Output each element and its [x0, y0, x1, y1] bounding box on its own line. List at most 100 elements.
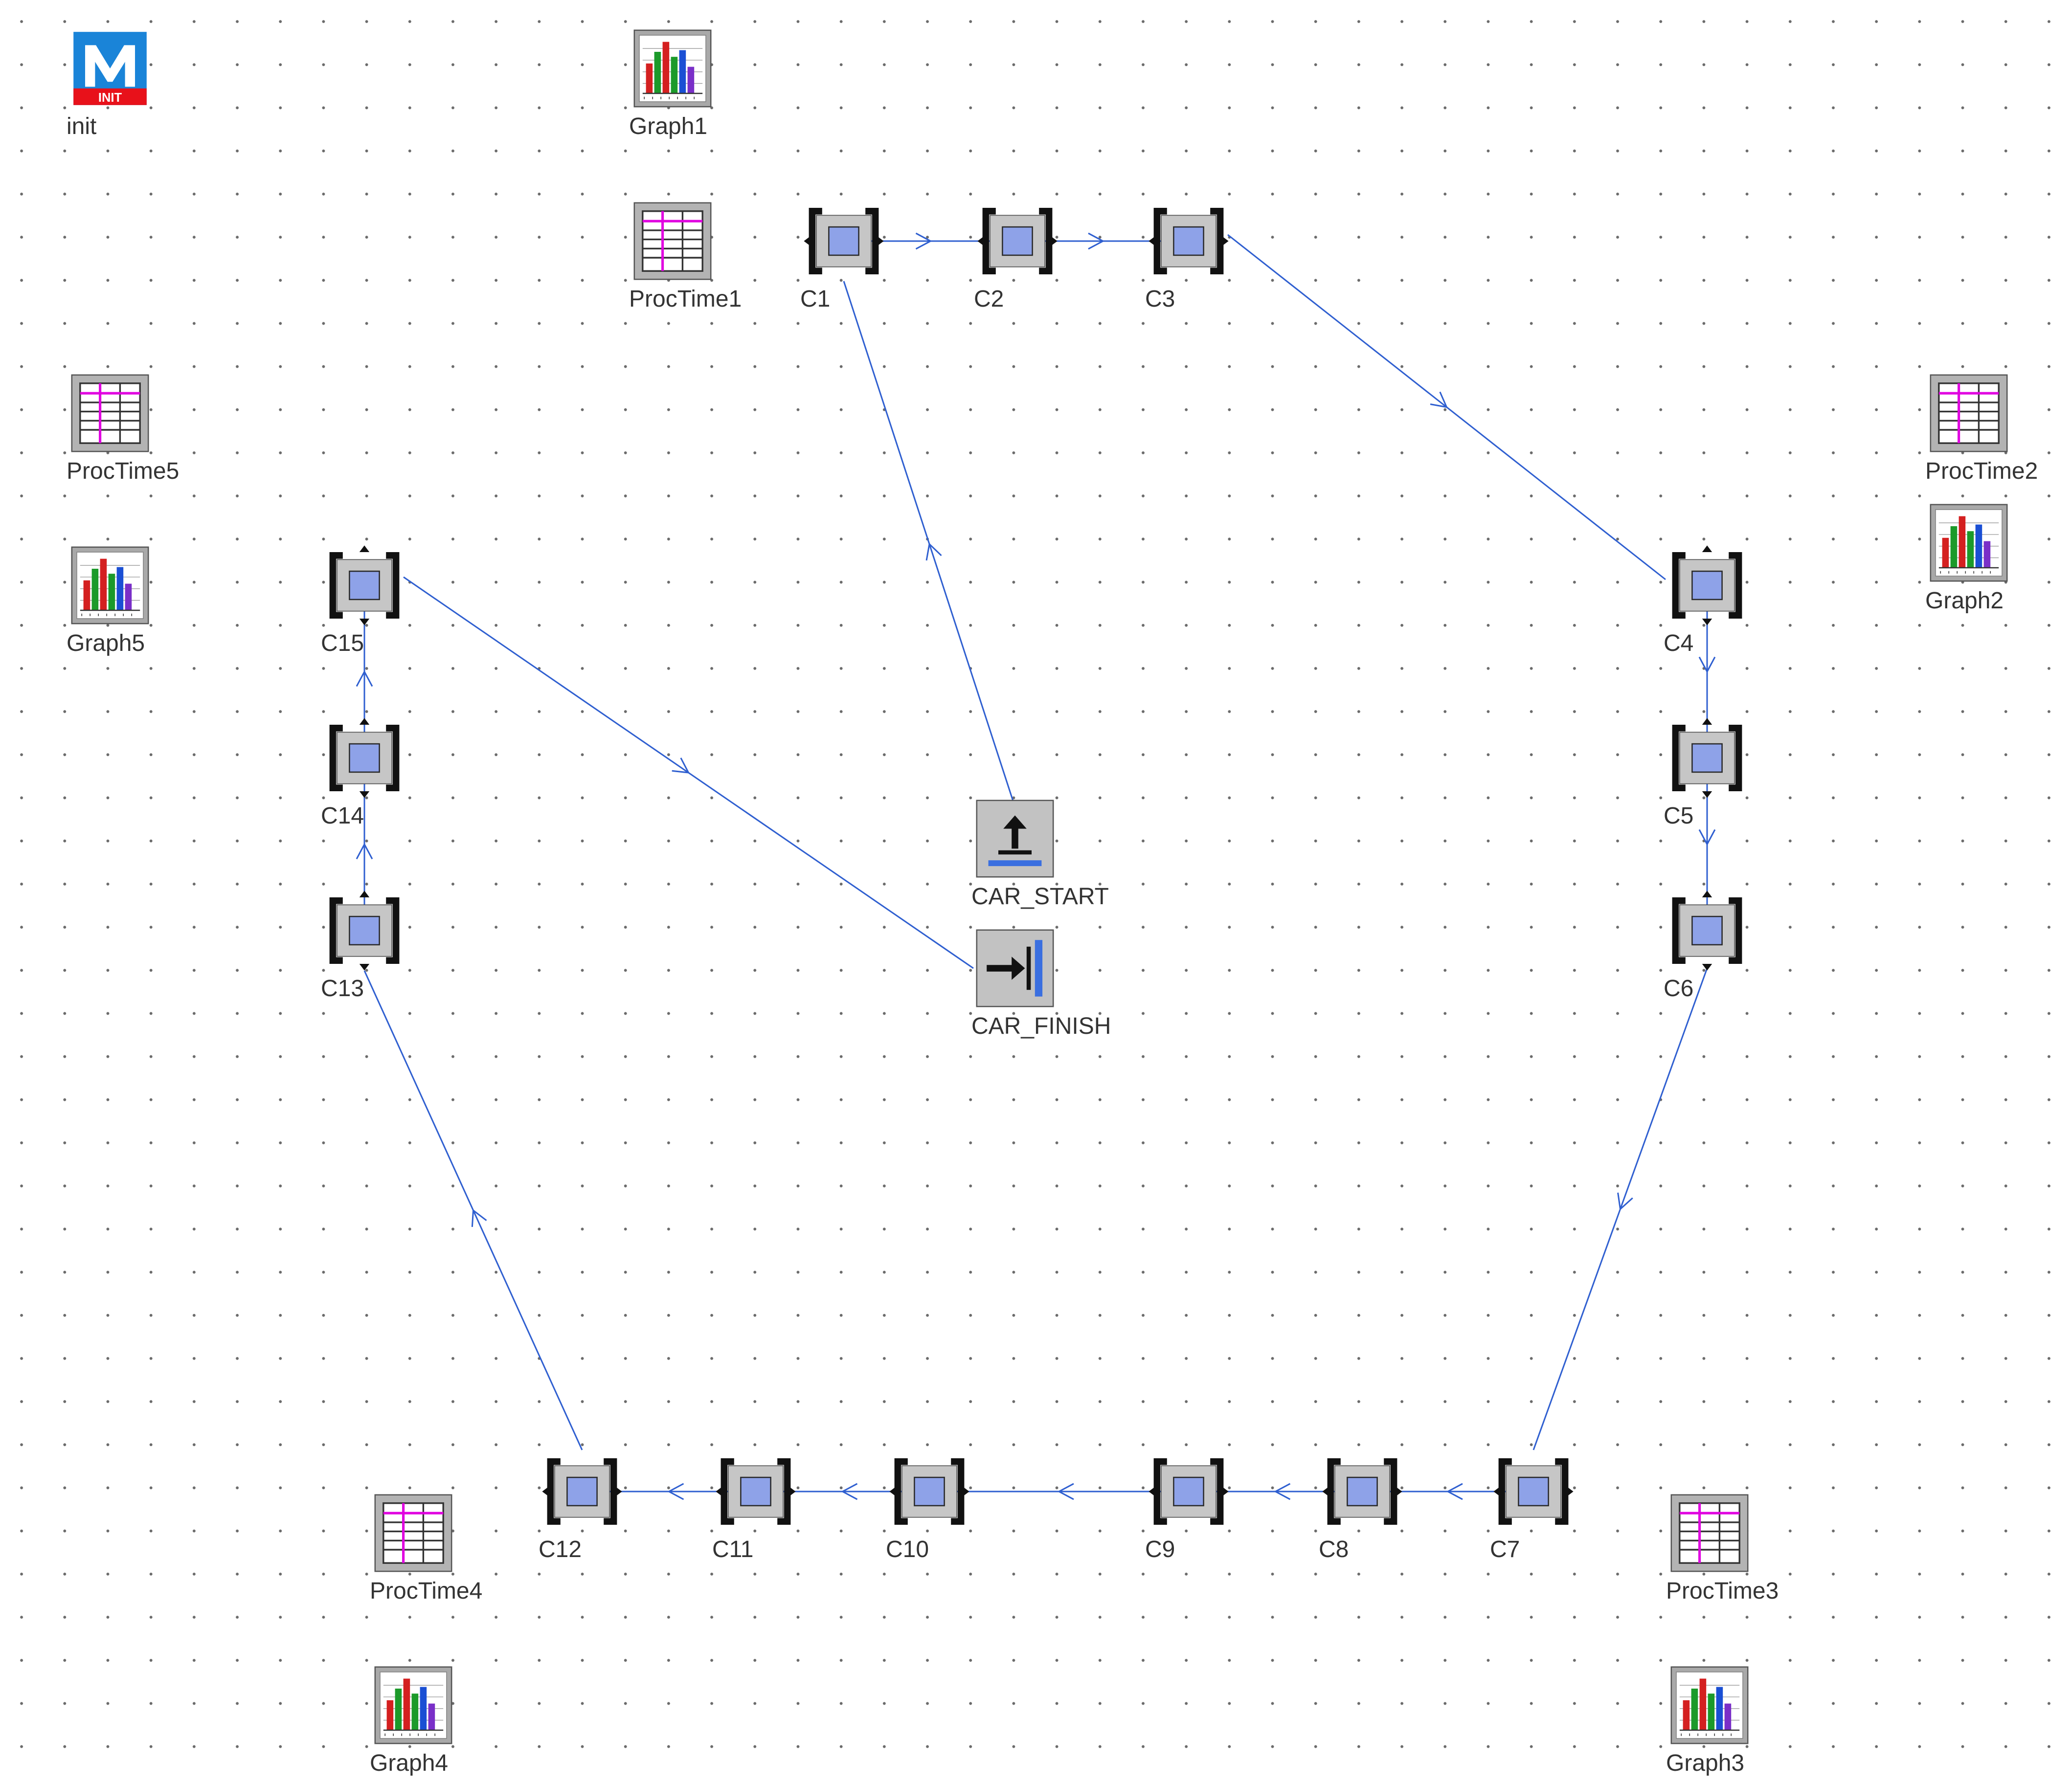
node-label: C4 — [1664, 630, 1694, 656]
station-c1[interactable]: C1 — [800, 200, 885, 312]
node-label: ProcTime3 — [1666, 1578, 1779, 1604]
node-label: init — [67, 113, 97, 139]
graph3-chart[interactable]: Graph3 — [1666, 1664, 1751, 1776]
station-vertical-icon — [1672, 718, 1742, 798]
station-vertical-icon — [1672, 891, 1742, 971]
init-method-icon: INIT — [73, 32, 147, 105]
node-label: C10 — [886, 1537, 929, 1562]
node-label: ProcTime4 — [370, 1578, 483, 1604]
node-label: Graph3 — [1666, 1750, 1745, 1776]
station-c9[interactable]: C9 — [1145, 1450, 1230, 1562]
graph1-chart[interactable]: Graph1 — [629, 27, 714, 139]
source-icon — [976, 800, 1054, 878]
node-label: CAR_FINISH — [971, 1013, 1111, 1039]
graph5-chart[interactable]: Graph5 — [67, 544, 152, 656]
graph2-chart[interactable]: Graph2 — [1925, 501, 2010, 614]
station-horizontal-icon — [889, 1458, 969, 1525]
proctime5-table[interactable]: ProcTime5 — [67, 372, 179, 484]
node-label: ProcTime5 — [67, 458, 180, 484]
node-label: C13 — [321, 976, 364, 1002]
init-method[interactable]: INIT init — [67, 27, 152, 139]
proctime4-table[interactable]: ProcTime4 — [370, 1492, 482, 1604]
connector-arrow-icon — [471, 1209, 487, 1227]
station-horizontal-icon — [1493, 1458, 1574, 1525]
connector-arrow-icon — [915, 232, 932, 250]
station-vertical-icon — [1672, 545, 1742, 625]
table-icon — [1930, 374, 2008, 452]
station-vertical-icon — [329, 718, 400, 798]
station-c3[interactable]: C3 — [1145, 200, 1230, 312]
station-c5[interactable]: C5 — [1664, 716, 1749, 829]
node-label: CAR_START — [971, 884, 1109, 910]
node-label: C5 — [1664, 803, 1694, 829]
connector-arrow-icon — [667, 1483, 684, 1500]
connector-arrow-icon — [356, 843, 373, 860]
connector-arrow-icon — [925, 542, 942, 561]
connector-arrow-icon — [1698, 656, 1716, 673]
node-label: ProcTime1 — [629, 286, 742, 312]
connector-arrow-icon — [1088, 232, 1105, 250]
station-horizontal-icon — [977, 208, 1058, 274]
station-c12[interactable]: C12 — [539, 1450, 624, 1562]
node-label: Graph2 — [1925, 588, 2004, 614]
node-label: C9 — [1145, 1537, 1175, 1562]
table-icon — [1670, 1494, 1749, 1572]
bar-chart-icon — [71, 546, 149, 624]
station-c11[interactable]: C11 — [712, 1450, 797, 1562]
station-c7[interactable]: C7 — [1490, 1450, 1575, 1562]
station-vertical-icon — [329, 891, 400, 971]
car-start-source[interactable]: CAR_START — [971, 797, 1109, 910]
bar-chart-icon — [374, 1666, 452, 1744]
node-label: C2 — [974, 286, 1004, 312]
station-c13[interactable]: C13 — [321, 889, 406, 1002]
bar-chart-icon — [1930, 504, 2008, 582]
station-c14[interactable]: C14 — [321, 716, 406, 829]
bar-chart-icon — [633, 29, 712, 108]
station-horizontal-icon — [542, 1458, 622, 1525]
station-c15[interactable]: C15 — [321, 544, 406, 656]
node-label: C7 — [1490, 1537, 1520, 1562]
station-horizontal-icon — [1149, 1458, 1229, 1525]
node-label: C12 — [539, 1537, 582, 1562]
station-horizontal-icon — [716, 1458, 796, 1525]
station-c10[interactable]: C10 — [886, 1450, 971, 1562]
station-c4[interactable]: C4 — [1664, 544, 1749, 656]
graph4-chart[interactable]: Graph4 — [370, 1664, 455, 1776]
proctime3-table[interactable]: ProcTime3 — [1666, 1492, 1779, 1604]
connector-arrow-icon — [672, 757, 690, 774]
connector-arrow-icon — [1274, 1483, 1291, 1500]
node-label: Graph4 — [370, 1750, 449, 1776]
connector-arrow-icon — [1430, 391, 1448, 408]
connector-arrow-icon — [356, 670, 373, 687]
station-horizontal-icon — [1149, 208, 1229, 274]
node-label: C8 — [1319, 1537, 1349, 1562]
table-icon — [633, 202, 712, 280]
connector-arrow-icon — [1446, 1483, 1463, 1500]
station-horizontal-icon — [804, 208, 884, 274]
node-label: C6 — [1664, 976, 1694, 1002]
station-horizontal-icon — [1322, 1458, 1402, 1525]
node-label: C11 — [712, 1537, 754, 1562]
station-c6[interactable]: C6 — [1664, 889, 1749, 1002]
drain-icon — [976, 929, 1054, 1007]
connector-arrow-icon — [841, 1483, 858, 1500]
station-c2[interactable]: C2 — [974, 200, 1059, 312]
connector-arrow-icon — [1057, 1483, 1074, 1500]
table-icon — [71, 374, 149, 452]
station-c8[interactable]: C8 — [1319, 1450, 1404, 1562]
bar-chart-icon — [1670, 1666, 1749, 1744]
station-vertical-icon — [329, 545, 400, 625]
node-label: C3 — [1145, 286, 1175, 312]
node-label: Graph5 — [67, 630, 145, 656]
node-label: C15 — [321, 630, 364, 656]
connector-arrow-icon — [1617, 1192, 1633, 1211]
proctime1-table[interactable]: ProcTime1 — [629, 200, 742, 312]
proctime2-table[interactable]: ProcTime2 — [1925, 372, 2038, 484]
node-label: ProcTime2 — [1925, 458, 2038, 484]
car-finish-drain[interactable]: CAR_FINISH — [971, 927, 1111, 1039]
svg-text:INIT: INIT — [98, 91, 122, 105]
node-label: Graph1 — [629, 113, 708, 139]
node-label: C14 — [321, 803, 364, 829]
node-label: C1 — [800, 286, 831, 312]
